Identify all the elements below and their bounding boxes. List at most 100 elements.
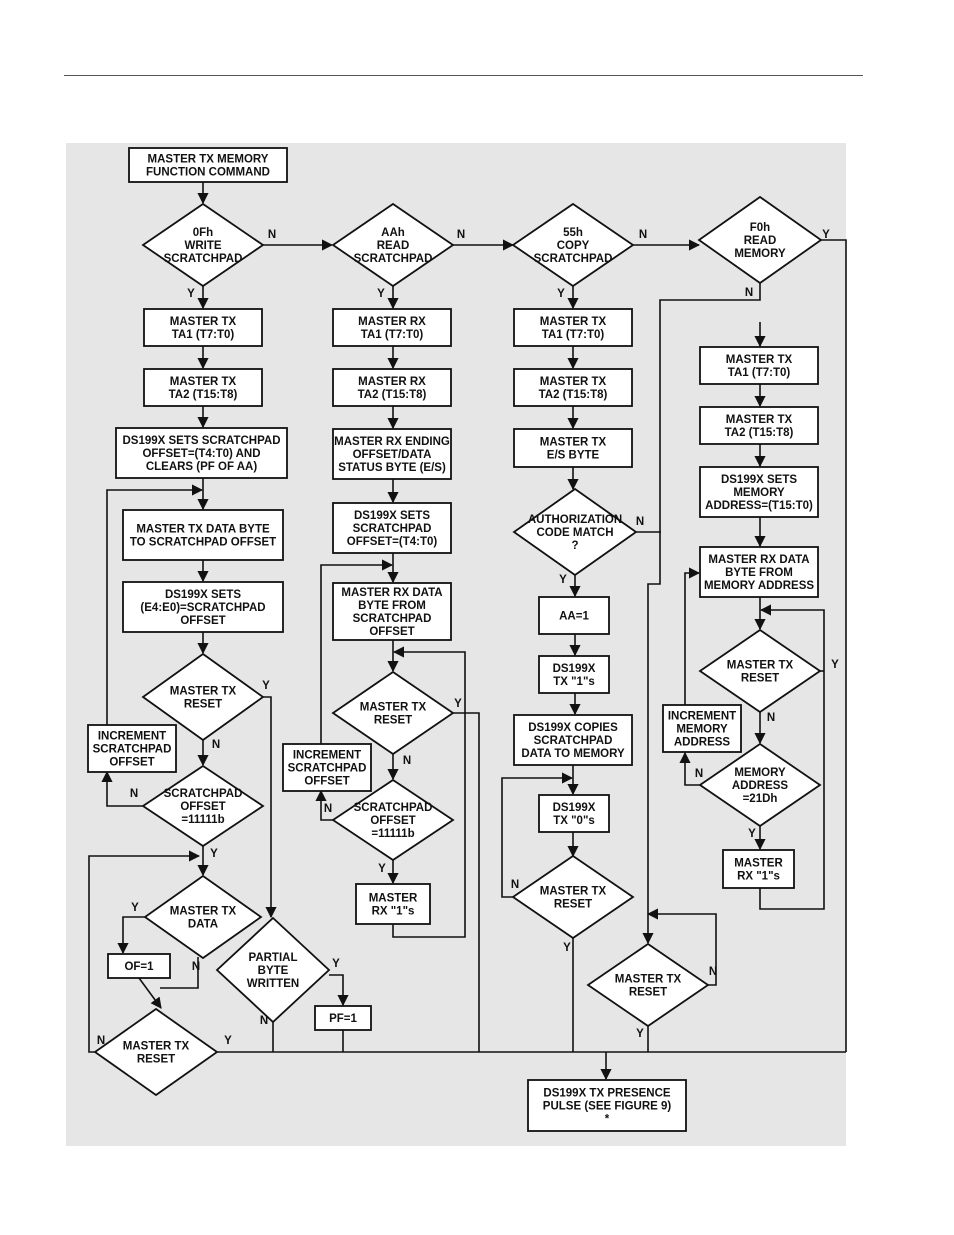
node-text-line: MASTER RX bbox=[358, 316, 426, 328]
node-text-line: SCRATCHPAD bbox=[288, 763, 367, 775]
branch-label-yes: Y bbox=[748, 828, 756, 840]
connector-line bbox=[106, 484, 204, 725]
memory-tx-ta2-box-shape bbox=[699, 406, 819, 445]
node-text-line: DS199X SETS bbox=[354, 510, 430, 522]
memory-sets-address-box-shape bbox=[699, 466, 819, 518]
node-text-line: MASTER TX bbox=[123, 1041, 190, 1053]
node-text-line: FUNCTION COMMAND bbox=[146, 167, 270, 179]
memory-rx-data-box-shape bbox=[699, 546, 819, 598]
connector-line bbox=[392, 646, 466, 938]
read-rx-ta1-box-shape bbox=[332, 308, 452, 347]
node-text-line: DS199X COPIES bbox=[528, 722, 618, 734]
branch-label-yes: Y bbox=[224, 1035, 232, 1047]
read-rx-data-box-shape bbox=[332, 582, 452, 641]
node-text-line: F0h bbox=[750, 222, 770, 234]
copy-aa-box: AA=1 bbox=[538, 596, 610, 635]
node-text-line: OFFSET bbox=[370, 815, 415, 827]
connector-line bbox=[821, 239, 847, 1052]
node-text-line: INCREMENT bbox=[668, 711, 736, 723]
node-text-line: TA1 (T7:T0) bbox=[542, 329, 605, 341]
node-text-line: SCRATCHPAD bbox=[93, 744, 172, 756]
node-text-line: =11111b bbox=[181, 814, 224, 826]
node-text-line: RESET bbox=[741, 673, 779, 685]
branch-label-yes: Y bbox=[332, 958, 340, 970]
copy-tx-ones-box-shape bbox=[538, 655, 610, 694]
node-text-line: SCRATCHPAD bbox=[164, 788, 243, 800]
branch-label-yes: Y bbox=[454, 698, 462, 710]
write-increment-box-shape bbox=[87, 724, 177, 773]
branch-label-yes: Y bbox=[822, 229, 830, 241]
node-text-line: MASTER TX MEMORY bbox=[148, 154, 269, 166]
node-text-line: INCREMENT bbox=[293, 750, 361, 762]
node-text-line: OFFSET bbox=[180, 801, 225, 813]
connector-line bbox=[315, 789, 333, 821]
node-text-line: COPY bbox=[557, 240, 590, 252]
node-text-line: OFFSET bbox=[180, 615, 225, 627]
node-text-line: RX "1"s bbox=[737, 871, 780, 883]
node-text-line: MEMORY bbox=[734, 767, 786, 779]
branch-label-yes: Y bbox=[262, 680, 270, 692]
node-text-line: (E4:E0)=SCRATCHPAD bbox=[140, 602, 265, 614]
read-increment-box-shape bbox=[282, 743, 372, 792]
common-reset-decision-shape bbox=[586, 942, 710, 1028]
write-tx-ta2-box-shape bbox=[143, 368, 263, 407]
connector-line bbox=[646, 908, 717, 986]
node-text-line: MASTER RX DATA bbox=[341, 587, 442, 599]
read-reset-decision-shape bbox=[331, 670, 455, 756]
write-sets-e-box-shape bbox=[122, 581, 284, 633]
branch-label-no: N bbox=[745, 287, 753, 299]
node-text-line: OFFSET/DATA bbox=[353, 449, 432, 461]
node-text-line: =11111b bbox=[371, 828, 414, 840]
node-text-line: SCRATCHPAD bbox=[534, 253, 613, 265]
node-text-line: TA2 (T15:T8) bbox=[169, 389, 238, 401]
node-text-line: MASTER TX bbox=[540, 376, 607, 388]
write-of-box-shape bbox=[107, 953, 171, 979]
partial-byte-decision-shape bbox=[215, 916, 331, 1024]
node-text-line: MASTER TX bbox=[540, 316, 607, 328]
node-text-line: TX "1"s bbox=[553, 676, 595, 688]
write-reset-decision-2-shape bbox=[93, 1007, 219, 1097]
node-text-line: DS199X SETS bbox=[721, 474, 797, 486]
node-text-line: SCRATCHPAD bbox=[353, 523, 432, 535]
branch-label-yes: Y bbox=[210, 848, 218, 860]
node-text-line: MEMORY ADDRESS bbox=[704, 580, 814, 592]
start-box-shape bbox=[128, 147, 288, 183]
node-text-line: OFFSET=(T4:T0) AND bbox=[142, 448, 260, 460]
header-rule bbox=[64, 75, 863, 76]
write-tx-ta1-box-shape bbox=[143, 308, 263, 347]
branch-label-yes: Y bbox=[377, 288, 385, 300]
connector-line bbox=[160, 957, 199, 989]
write-of-box: OF=1 bbox=[107, 953, 171, 979]
end-presence-pulse-box-shape bbox=[527, 1079, 687, 1132]
node-text-line: SCRATCHPAD bbox=[353, 613, 432, 625]
node-text-line: TA1 (T7:T0) bbox=[361, 329, 424, 341]
node-text-line: MASTER TX bbox=[727, 660, 794, 672]
node-text-line: PF=1 bbox=[329, 1013, 357, 1025]
write-sets-offset-box-shape bbox=[115, 427, 288, 479]
memory-rx-ones-box-shape bbox=[722, 849, 795, 889]
node-text-line: MASTER TX bbox=[726, 414, 793, 426]
copy-tx-es-box: MASTER TXE/S BYTE bbox=[513, 428, 633, 468]
branch-label-no: N bbox=[767, 712, 775, 724]
node-text-line: RESET bbox=[184, 699, 222, 711]
